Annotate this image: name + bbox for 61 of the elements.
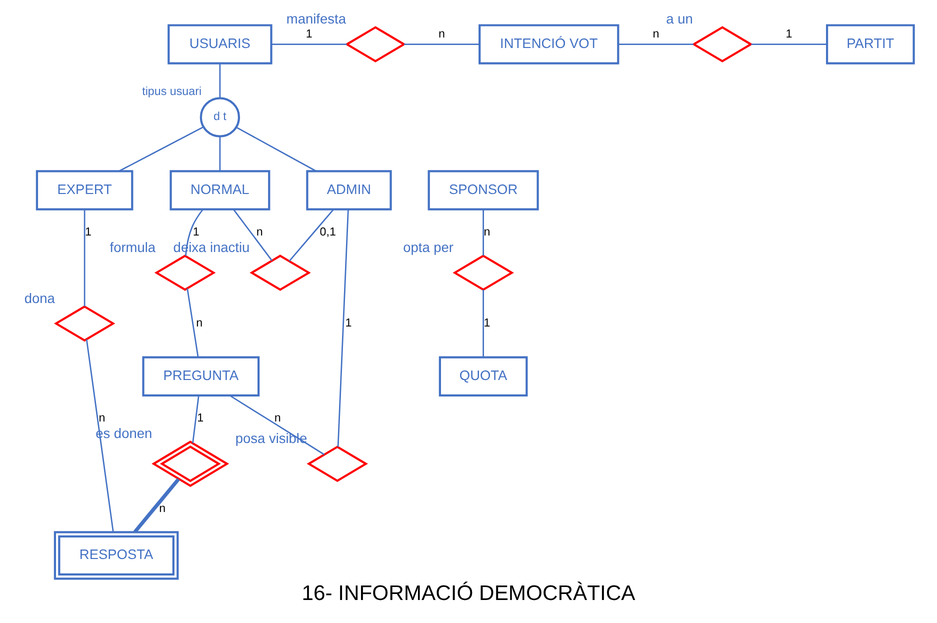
edge-label: 1 xyxy=(192,226,200,239)
node-box: INTENCIÓ VOT xyxy=(478,24,620,64)
connector xyxy=(482,290,484,358)
node-label: manifesta xyxy=(286,12,346,27)
edge-label: n xyxy=(98,412,106,425)
connector xyxy=(618,44,694,45)
connector xyxy=(288,209,334,262)
connector xyxy=(186,288,199,358)
node-label: dona xyxy=(24,290,55,306)
connector xyxy=(751,44,827,45)
connector xyxy=(236,126,316,172)
node-label: a un xyxy=(666,12,693,27)
edge-label: 1 xyxy=(85,226,92,239)
node-box: EXPERT xyxy=(36,170,134,210)
node-box: ADMIN xyxy=(306,170,392,210)
node-box: USUARIS xyxy=(168,24,272,64)
node-diamond xyxy=(452,254,514,291)
node-box: PARTIT xyxy=(826,24,915,64)
node-label: formula xyxy=(110,240,156,256)
connector xyxy=(118,126,204,172)
node-diamond xyxy=(54,305,116,342)
node-diamond xyxy=(692,26,753,62)
node-diamond xyxy=(344,26,406,62)
connector xyxy=(233,209,273,262)
edge-label: 1 xyxy=(197,412,204,425)
node-circle: d t xyxy=(200,97,240,138)
connector xyxy=(86,339,114,532)
edge-label: n xyxy=(484,226,490,239)
connector xyxy=(337,210,349,448)
node-label: opta per xyxy=(403,240,454,256)
edge-label: 1 xyxy=(786,28,792,41)
edge-label: n xyxy=(274,412,281,425)
connector xyxy=(192,395,200,444)
edge-label: n xyxy=(652,28,660,41)
edge-label: n xyxy=(159,502,166,515)
edge-label: 1 xyxy=(306,28,312,41)
node-diamond xyxy=(306,446,368,482)
node-box: QUOTA xyxy=(438,356,528,396)
connector xyxy=(271,44,347,45)
node-diamond xyxy=(250,254,311,291)
edge-label: n xyxy=(438,28,446,41)
edge-label: 0,1 xyxy=(320,226,336,239)
connector xyxy=(84,210,86,306)
node-box: NORMAL xyxy=(170,170,270,210)
connector xyxy=(230,394,325,456)
connector xyxy=(482,210,484,256)
node-label: tipus usuari xyxy=(142,84,202,98)
edge-label: 1 xyxy=(484,316,490,330)
edge-label: n xyxy=(256,226,263,239)
node-diamond xyxy=(152,440,230,488)
edge-label: n xyxy=(196,316,203,330)
node-box: PREGUNTA xyxy=(142,356,260,396)
node-box: SPONSOR xyxy=(428,170,539,210)
diagram-title: 16- INFORMACIÓ DEMOCRÀTICA xyxy=(302,582,636,605)
connector xyxy=(404,44,480,45)
connector xyxy=(219,64,221,98)
node-box: RESPOSTA xyxy=(54,531,179,580)
connector xyxy=(133,478,180,534)
node-diamond xyxy=(154,254,216,291)
connector xyxy=(219,136,221,171)
edge-label: 1 xyxy=(345,316,352,330)
